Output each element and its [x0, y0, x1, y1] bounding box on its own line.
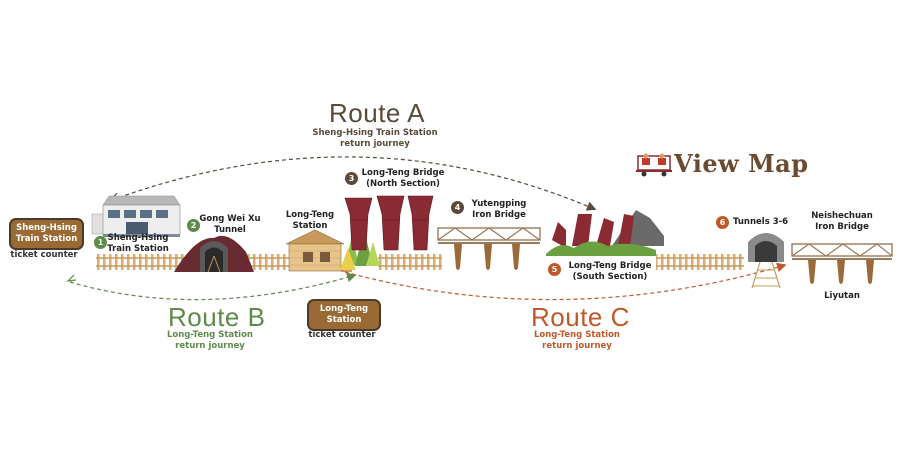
stop-1-label: Sheng-Hsing Train Station	[102, 233, 174, 255]
tunnels-3-6-illustration	[748, 233, 784, 289]
stop-4-label: Yutengping Iron Bridge	[466, 199, 532, 221]
route-a-title: Route A	[329, 98, 426, 128]
route-a-sub-line1: Sheng-Hsing Train Station	[312, 128, 438, 138]
stop-6-line1: Tunnels 3-6	[733, 217, 789, 227]
route-c-sub-line1: Long-Teng Station	[534, 330, 620, 340]
yutengping-iron-bridge-illustration	[437, 227, 541, 270]
stop-2-label: Gong Wei Xu Tunnel	[198, 214, 262, 236]
stop-1-line2: Train Station	[107, 244, 169, 254]
stop-5-line2: (South Section)	[572, 272, 648, 282]
stop-4-line2: Iron Bridge	[472, 210, 526, 220]
liyutan-label: Liyutan	[824, 291, 860, 301]
sheng-hsing-badge-line1: Sheng-Hsing	[16, 223, 77, 233]
long-teng-badge-line2: Station	[326, 315, 362, 325]
long-teng-ticket-caption: ticket counter	[308, 330, 376, 340]
view-map-label: View Map	[674, 149, 809, 178]
long-teng-station-illustration	[285, 229, 380, 272]
sheng-hsing-ticket-caption: ticket counter	[10, 250, 78, 260]
sheng-hsing-station-illustration	[91, 195, 181, 237]
stop-2-line1: Gong Wei Xu	[199, 214, 261, 224]
sheng-hsing-badge-line2: Train Station	[15, 234, 78, 244]
neishechuan-iron-bridge-illustration	[791, 243, 893, 284]
neishechuan-line1: Neishechuan	[811, 211, 873, 221]
route-a-subtitle: Sheng-Hsing Train Station return journey	[300, 128, 450, 150]
stop-3-line1: Long-Teng Bridge	[361, 168, 445, 178]
stop-1-line1: Sheng-Hsing	[107, 233, 169, 243]
long-teng-bridge-south-illustration	[546, 210, 664, 256]
long-teng-ticket-badge[interactable]: Long-Teng Station	[307, 299, 381, 331]
stop-5-number: 5	[548, 263, 561, 276]
route-b-sub-line1: Long-Teng Station	[167, 330, 253, 340]
stop-4-number: 4	[451, 201, 464, 214]
stop-3-number: 3	[345, 172, 358, 185]
view-map-button[interactable]: View Map	[636, 149, 809, 178]
long-teng-station-line2: Station	[292, 221, 328, 231]
route-c-subtitle: Long-Teng Station return journey	[517, 330, 637, 352]
route-b-path	[69, 272, 357, 301]
route-b-title: Route B	[168, 302, 266, 332]
stop-5-line1: Long-Teng Bridge	[568, 261, 652, 271]
stop-2-line2: Tunnel	[214, 225, 246, 235]
neishechuan-label: Neishechuan Iron Bridge	[806, 211, 878, 233]
route-a-sub-line2: return journey	[340, 139, 410, 149]
long-teng-bridge-north-illustration	[344, 195, 434, 251]
route-b-subtitle: Long-Teng Station return journey	[150, 330, 270, 352]
gong-wei-xu-tunnel-illustration	[174, 235, 254, 273]
sheng-hsing-ticket-badge[interactable]: Sheng-Hsing Train Station	[9, 218, 84, 250]
stop-6-number: 6	[716, 216, 729, 229]
stop-6-label: Tunnels 3-6	[733, 217, 789, 228]
stop-5-label: Long-Teng Bridge (South Section)	[565, 261, 655, 283]
stop-1-number: 1	[94, 236, 107, 249]
route-b-sub-line2: return journey	[175, 341, 245, 351]
route-c-path	[344, 262, 787, 301]
stop-3-label: Long-Teng Bridge (North Section)	[360, 168, 446, 190]
long-teng-station-line1: Long-Teng	[285, 210, 335, 220]
route-c-title: Route C	[531, 302, 630, 332]
tram-icon	[636, 153, 672, 176]
route-a-path	[111, 156, 597, 211]
stop-3-line2: (North Section)	[366, 179, 440, 189]
railway-track	[96, 254, 744, 270]
stop-4-line1: Yutengping	[471, 199, 527, 209]
route-c-sub-line2: return journey	[542, 341, 612, 351]
long-teng-badge-line1: Long-Teng	[319, 304, 369, 314]
long-teng-station-label: Long-Teng Station	[282, 210, 338, 232]
stop-2-number: 2	[187, 219, 200, 232]
neishechuan-line2: Iron Bridge	[815, 222, 869, 232]
